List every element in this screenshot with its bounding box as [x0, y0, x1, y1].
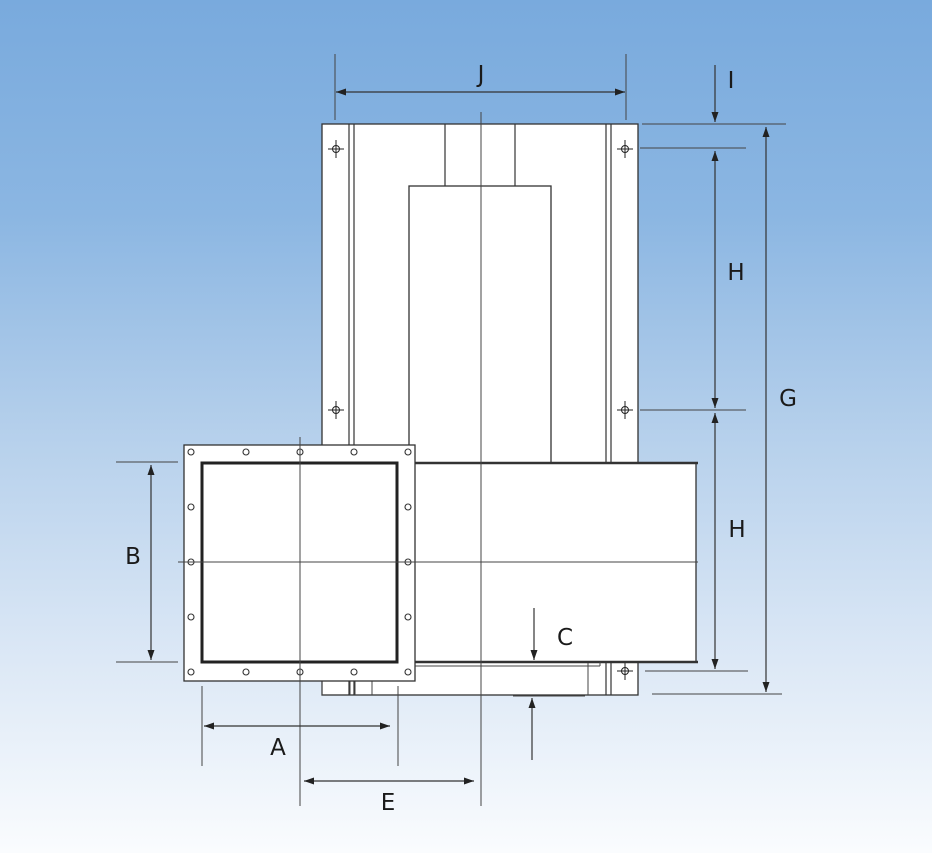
dimension-label-g: G [779, 386, 797, 412]
dimension-label-c: C [557, 625, 573, 651]
dimension-i: I [640, 65, 786, 149]
dimension-h-lower: H [640, 409, 748, 672]
dimension-label-h-upper: H [727, 260, 744, 286]
dimension-b: B [116, 461, 178, 663]
centre-lines [178, 112, 698, 806]
dimension-label-a: A [270, 735, 286, 761]
dimension-label-j: J [476, 62, 485, 88]
dimension-j: J [334, 54, 627, 120]
dimension-label-b: B [125, 544, 141, 570]
dimension-a: A [201, 686, 399, 766]
dimension-label-h-lower: H [728, 517, 745, 543]
dimension-g: G [652, 127, 797, 695]
flange-bolt-holes [187, 448, 412, 676]
dimension-label-e: E [381, 790, 396, 816]
dimension-e: E [304, 777, 474, 816]
dimension-h-upper: H [711, 151, 745, 408]
dimension-c: C [513, 608, 585, 760]
dimension-label-i: I [728, 68, 735, 94]
